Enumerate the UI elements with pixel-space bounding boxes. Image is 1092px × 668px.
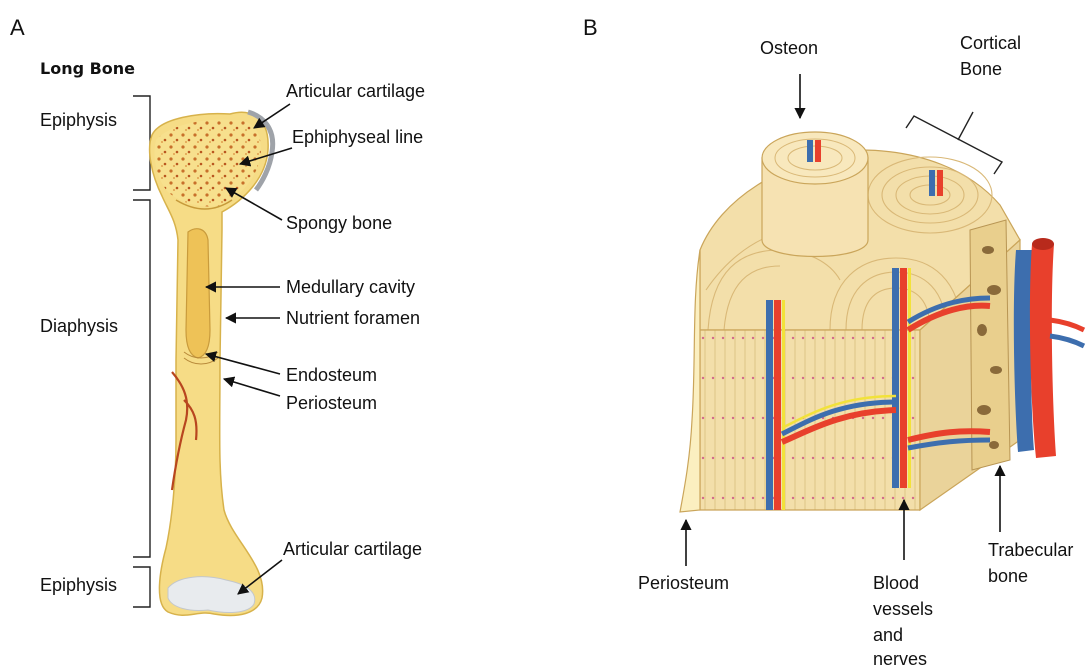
label-blood-2: vessels — [873, 599, 933, 619]
panel-a-label: A — [10, 15, 25, 40]
long-bone-title: Long Bone — [40, 59, 135, 78]
region-epiphysis-bottom: Epiphysis — [40, 575, 117, 595]
label-blood-4: nerves — [873, 649, 927, 668]
label-trabecular-2: bone — [988, 566, 1028, 586]
label-spongy-bone: Spongy bone — [286, 213, 392, 233]
label-articular-cartilage-bottom: Articular cartilage — [283, 539, 422, 559]
label-periosteum-b: Periosteum — [638, 573, 729, 593]
label-cortical-1: Cortical — [960, 33, 1021, 53]
epiphysis-bottom-bracket — [133, 567, 150, 607]
label-medullary-cavity: Medullary cavity — [286, 277, 415, 297]
label-nutrient-foramen: Nutrient foramen — [286, 308, 420, 328]
label-osteon: Osteon — [760, 38, 818, 58]
osteon-artery — [937, 170, 943, 196]
region-diaphysis: Diaphysis — [40, 316, 118, 336]
label-epiphyseal-line: Ephiphyseal line — [292, 127, 423, 147]
long-bone-illustration — [150, 112, 273, 615]
bone-tissue-block — [680, 132, 1084, 512]
label-articular-cartilage-top: Articular cartilage — [286, 81, 425, 101]
label-endosteum: Endosteum — [286, 365, 377, 385]
osteon-vein — [929, 170, 935, 196]
label-blood-3: and — [873, 625, 903, 645]
epiphysis-top-bracket — [133, 96, 150, 190]
periosteum-layer — [680, 250, 700, 512]
osteon-cylinder — [762, 132, 868, 257]
medullary-cavity-region — [186, 229, 210, 358]
label-trabecular-1: Trabecular — [988, 540, 1073, 560]
region-epiphysis-top: Epiphysis — [40, 110, 117, 130]
diaphysis-bracket — [133, 200, 150, 557]
pointer-periosteum-a — [224, 379, 280, 396]
label-periosteum-a: Periosteum — [286, 393, 377, 413]
label-blood-1: Blood — [873, 573, 919, 593]
label-cortical-2: Bone — [960, 59, 1002, 79]
panel-b-label: B — [583, 15, 598, 40]
large-vessels — [1014, 238, 1084, 458]
cortical-bone-stem — [958, 112, 973, 140]
